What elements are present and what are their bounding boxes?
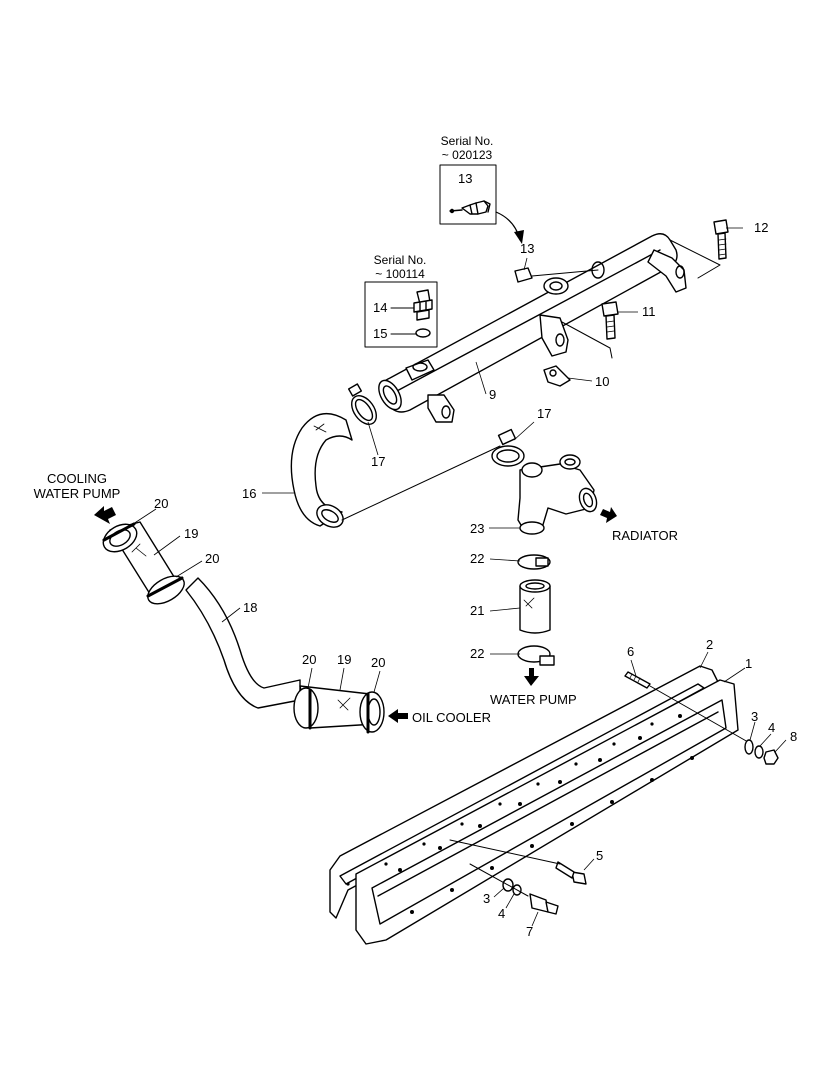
serial-no-label-14: Serial No. ~ 100114 [368,253,432,281]
hose-clamp-17a [347,383,378,426]
callout-4b: 4 [498,906,506,921]
callout-21: 21 [470,603,485,618]
callout-19b: 19 [337,652,352,667]
arrow-oil-cooler [388,709,408,723]
callout-22a: 22 [470,551,485,566]
o-ring-15 [415,328,431,338]
stud-6 [624,671,749,743]
tee-fitting-23 [517,454,598,535]
serial-box-13 [439,164,497,225]
arrow-13 [495,211,521,241]
leader-lines [129,227,787,927]
drain-cock-7 [469,863,559,915]
callout-6: 6 [627,644,635,659]
callout-8: 8 [790,729,798,744]
callout-18: 18 [243,600,258,615]
callout-5: 5 [596,848,604,863]
callout-9: 9 [489,387,497,402]
serial-no-line2: ~ 020123 [441,148,493,162]
callout-23: 23 [470,521,485,536]
callout-20c: 20 [302,652,317,667]
hose-21 [519,579,551,634]
callout-3a: 3 [751,709,759,724]
arrow-cooling-water-pump [94,506,116,524]
callout-2: 2 [706,637,714,652]
callout-20d: 20 [371,655,386,670]
plug-13-detail [449,200,491,215]
serial-no-line2: ~ 100114 [375,267,425,281]
callout-17a: 17 [371,454,386,469]
arrow-radiator [600,507,617,523]
hose-18 [185,577,301,709]
callout-20b: 20 [205,551,220,566]
label-radiator: RADIATOR [612,528,678,543]
callout-1: 1 [745,656,753,671]
callout-19a: 19 [184,526,199,541]
callout-11: 11 [642,304,656,319]
hose-clamp-17b [491,428,525,467]
side-cover-1 [355,679,739,945]
washer-4a [754,745,764,759]
callout-14: 14 [373,300,388,315]
callout-15: 15 [373,326,388,341]
callout-13: 13 [520,241,535,256]
label-water-pump-top: WATER PUMP [33,486,121,501]
callout-7: 7 [526,924,534,939]
serial-no-label-13: Serial No. ~ 020123 [437,134,497,162]
callout-17b: 17 [537,406,552,421]
plug-13 [514,267,599,283]
hose-clamp-20c [293,687,319,730]
hose-clamp-20d [359,691,385,734]
arrow-water-pump [524,668,539,686]
hose-clamp-20b [146,575,185,605]
callout-16: 16 [242,486,257,501]
nipple-14 [413,289,433,321]
clip-10 [543,365,571,387]
label-water-pump: WATER PUMP [490,692,577,707]
cover-holes [346,714,694,914]
serial-box-14-15 [364,281,438,348]
bolt-12 [669,219,729,279]
bolt-11 [561,301,619,359]
hose-clamp-20a [102,522,138,553]
bolt-5 [449,839,587,885]
callout-20a: 20 [154,496,169,511]
callout-13-box: 13 [458,171,473,186]
label-cooling: COOLING [47,471,107,486]
serial-no-line1: Serial No. [373,253,427,267]
callout-4a: 4 [768,720,776,735]
callout-12: 12 [754,220,769,235]
callout-22b: 22 [470,646,485,661]
callout-10: 10 [595,374,610,389]
water-pipe-9 [378,233,687,423]
label-cooling-water-pump: COOLING WATER PUMP [22,471,132,501]
washer-3a [744,739,754,755]
callout-3b: 3 [483,891,491,906]
label-oil-cooler: OIL COOLER [412,710,491,725]
direction-arrows [94,506,617,723]
hose-16 [290,412,501,528]
nut-8 [763,749,779,765]
serial-no-line1: Serial No. [440,134,494,148]
